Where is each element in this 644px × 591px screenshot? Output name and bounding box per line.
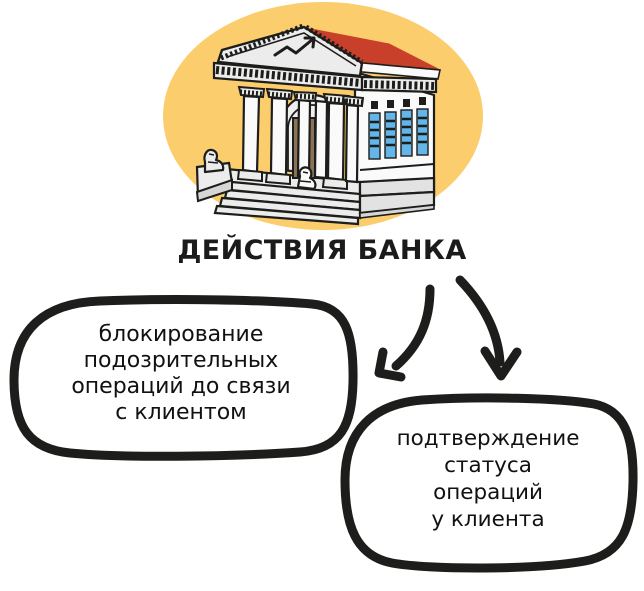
ground-shadow xyxy=(359,204,435,219)
pediment-growth-arrow-head xyxy=(303,36,316,49)
window-bars xyxy=(370,116,427,148)
arrow-to-confirmation xyxy=(455,275,522,381)
lion-statue-right xyxy=(296,166,317,191)
right-wall-divider xyxy=(359,163,435,171)
arrow-to-confirmation-head xyxy=(480,346,522,381)
entablature-dentils-front xyxy=(215,66,362,87)
window-3 xyxy=(400,109,413,157)
window-cap-3 xyxy=(403,99,410,107)
step-4 xyxy=(213,204,360,226)
arrow-to-blocking xyxy=(374,284,435,382)
column-2-base xyxy=(264,171,291,186)
bubble-blocking-label: блокирование подозрительных операций до … xyxy=(71,322,291,425)
column-5-base xyxy=(321,176,348,191)
window-1 xyxy=(368,112,381,160)
bubble-confirmation-label: подтверждение статуса операций у клиента xyxy=(396,426,580,532)
page-title: ДЕЙСТВИЯ БАНКА xyxy=(177,235,467,266)
left-pedestal-shadow xyxy=(195,178,233,203)
bank-building-illustration xyxy=(195,23,441,226)
window-cap-1 xyxy=(371,101,378,109)
entablature-dentils-right xyxy=(363,80,435,90)
bubble-confirmation[interactable] xyxy=(340,393,638,573)
pediment-inner-line xyxy=(226,32,357,67)
bubble-blocking[interactable] xyxy=(9,295,358,461)
arrow-to-blocking-curve xyxy=(391,284,435,371)
pediment-growth-arrow xyxy=(273,37,315,57)
capital-hatching xyxy=(239,89,363,105)
window-cap-2 xyxy=(387,100,394,108)
lion-statue-left-detail xyxy=(207,153,219,164)
four-blue-windows xyxy=(368,97,429,160)
arrow-to-confirmation-curve xyxy=(455,275,505,367)
window-cap-4 xyxy=(419,97,426,105)
column-1-base xyxy=(236,168,263,183)
arrow-to-blocking-head xyxy=(374,347,406,382)
roof-dentil-right xyxy=(304,24,364,65)
lion-statue-left xyxy=(203,148,225,174)
lion-statue-right-detail xyxy=(299,171,312,183)
window-4 xyxy=(416,108,429,156)
window-2 xyxy=(384,111,397,159)
